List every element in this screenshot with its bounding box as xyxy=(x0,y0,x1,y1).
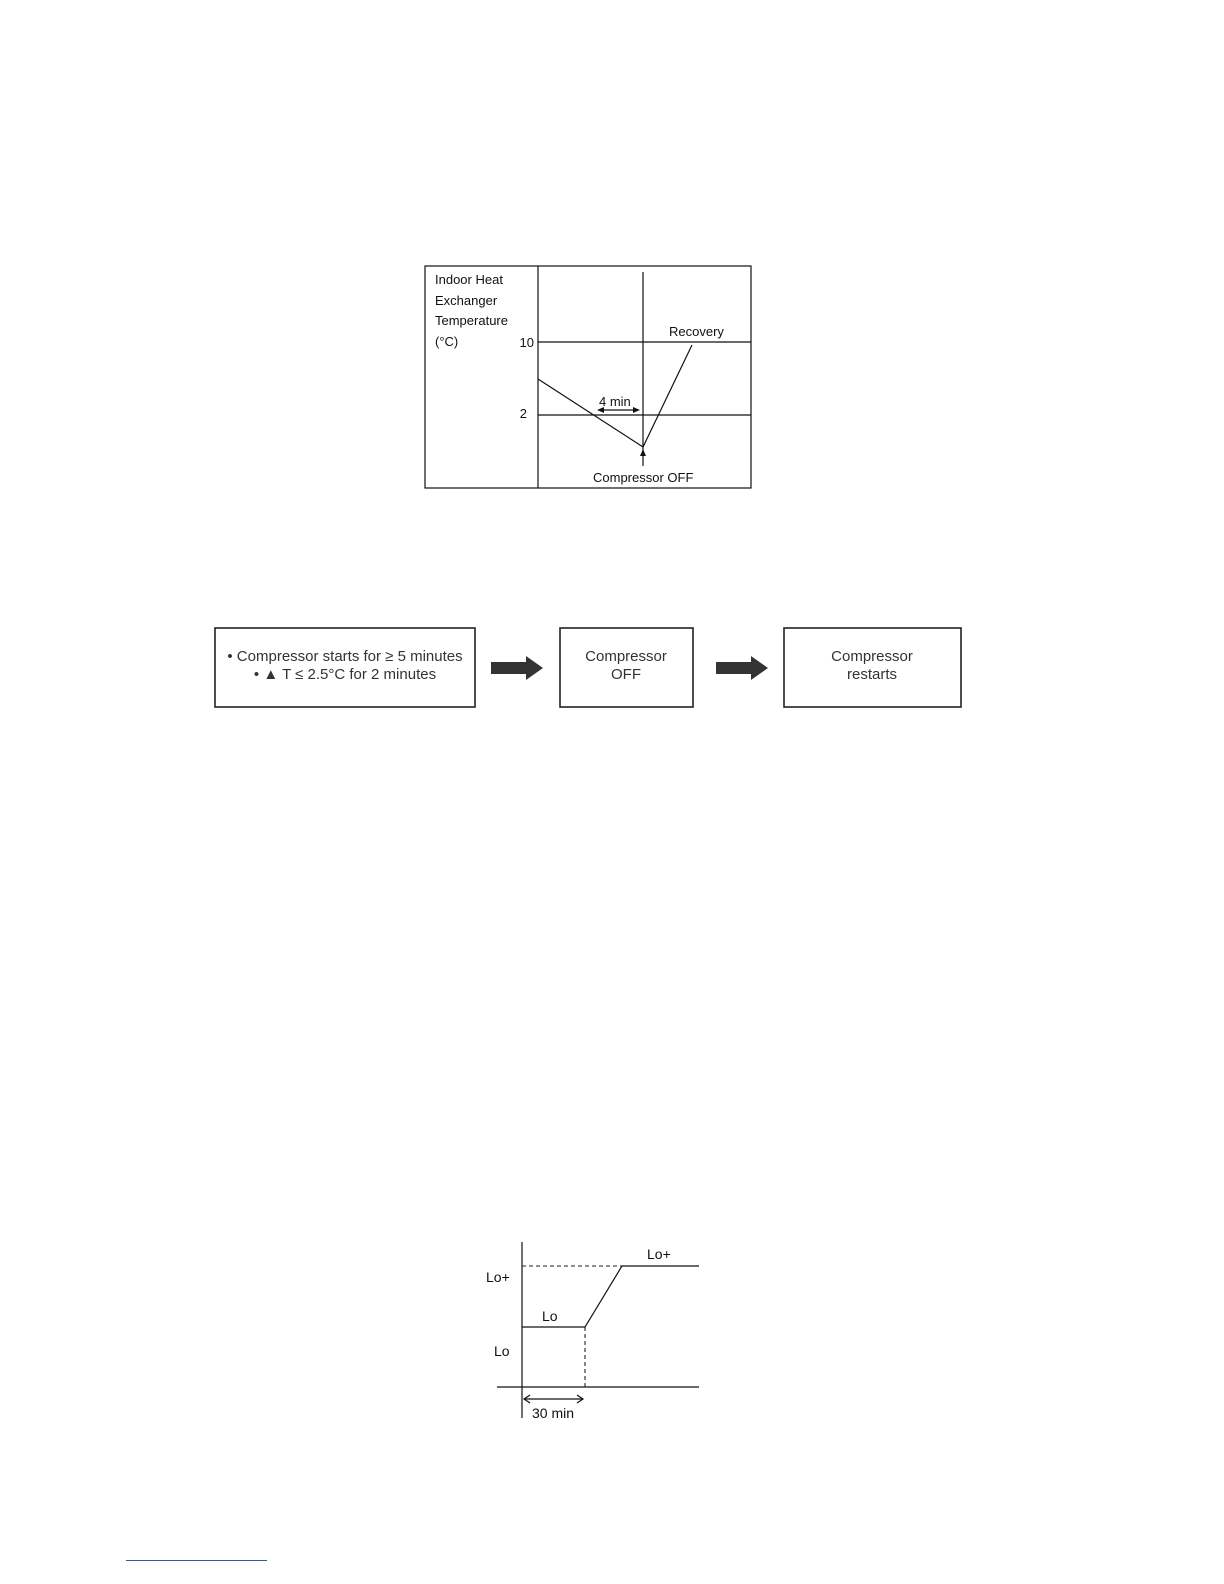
flow-arrow-1 xyxy=(491,656,543,680)
step-label-lo: Lo xyxy=(542,1308,558,1324)
interval-label-30min: 30 min xyxy=(532,1405,574,1421)
flow-arrow-2 xyxy=(716,656,768,680)
level-label-lo: Lo xyxy=(494,1343,510,1359)
flow-box-conditions-line2: • ▲ T ≤ 2.5°C for 2 minutes xyxy=(254,666,436,683)
y-axis-label-line3: Temperature xyxy=(435,313,508,328)
flow-box-compressor-off-line1: Compressor xyxy=(585,648,667,665)
step-label-lo-plus: Lo+ xyxy=(647,1246,671,1262)
flow-box-compressor-restarts-line2: restarts xyxy=(847,666,897,683)
flow-box-conditions-line1: • Compressor starts for ≥ 5 minutes xyxy=(227,648,462,665)
fan-speed-diagram: Lo+ Lo Lo Lo+ 30 min xyxy=(486,1242,699,1421)
interval-label: 4 min xyxy=(599,394,631,409)
y-axis-label-line2: Exchanger xyxy=(435,293,498,308)
flow-box-compressor-restarts-line1: Compressor xyxy=(831,648,913,665)
tick-label-2: 2 xyxy=(520,406,527,421)
temperature-diagram: Indoor Heat Exchanger Temperature (°C) 1… xyxy=(425,266,751,488)
level-label-lo-plus: Lo+ xyxy=(486,1269,510,1285)
interval-arrow-right-head xyxy=(633,407,640,413)
y-axis-label-line4: (°C) xyxy=(435,334,458,349)
compressor-off-label: Compressor OFF xyxy=(593,470,693,485)
flow-diagram: • Compressor starts for ≥ 5 minutes • ▲ … xyxy=(215,628,961,707)
compressor-off-pointer xyxy=(640,449,646,456)
footer-rule xyxy=(126,1560,267,1561)
flow-box-compressor-off-line2: OFF xyxy=(611,666,641,683)
y-axis-label-line1: Indoor Heat xyxy=(435,272,503,287)
recovery-label: Recovery xyxy=(669,324,724,339)
tick-label-10: 10 xyxy=(520,335,534,350)
